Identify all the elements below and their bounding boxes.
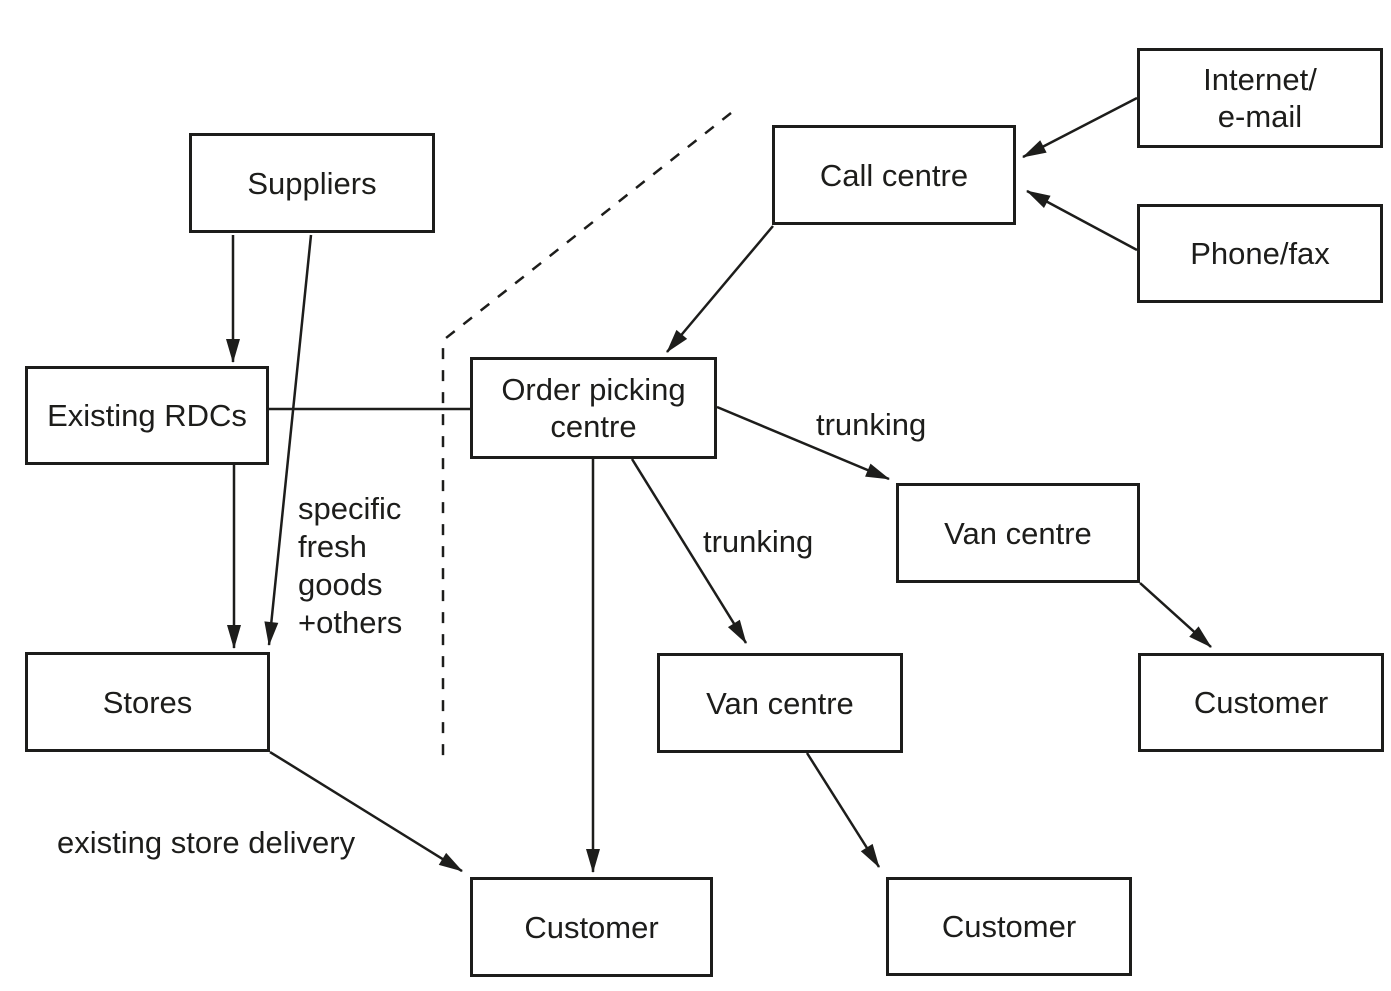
edge-order-picking-to-van-east xyxy=(716,405,890,481)
node-van-centre-mid: Van centre xyxy=(657,653,903,753)
edge-order-picking-to-van-mid xyxy=(630,458,748,644)
note-line: existing store delivery xyxy=(57,825,356,860)
node-label-line: Customer xyxy=(1193,685,1329,720)
node-customer-east: Customer xyxy=(1138,653,1384,752)
node-label-line: Existing RDCs xyxy=(47,398,247,433)
node-label-line: centre xyxy=(550,409,637,444)
node-label-line: Suppliers xyxy=(247,165,377,201)
node-label-line: Customer xyxy=(941,909,1077,944)
note-existing-store-delivery-note: existing store delivery xyxy=(57,824,355,862)
node-call-centre: Call centre xyxy=(772,125,1016,225)
node-label-line: Stores xyxy=(102,684,193,720)
node-existing-rdcs: Existing RDCs xyxy=(25,366,269,465)
node-customer-south: Customer xyxy=(886,877,1132,976)
node-label-line: Van centre xyxy=(706,685,854,721)
note-trunking-east: trunking xyxy=(816,406,926,444)
edge-phone-to-call-centre xyxy=(1026,189,1138,252)
edge-van-mid-to-customer-south xyxy=(805,752,881,868)
node-internet-email: Internet/e-mail xyxy=(1137,48,1383,148)
note-line: +others xyxy=(298,605,403,640)
node-van-centre-east: Van centre xyxy=(896,483,1140,583)
note-line: trunking xyxy=(703,524,814,559)
edge-internet-to-call-centre xyxy=(1022,96,1138,159)
node-label-line: Customer xyxy=(524,909,659,945)
node-label-line: Order picking xyxy=(501,372,686,407)
node-label-line: Van centre xyxy=(944,515,1092,551)
node-label-line: Phone/fax xyxy=(1190,236,1330,271)
node-stores: Stores xyxy=(25,652,270,752)
node-suppliers: Suppliers xyxy=(189,133,435,233)
node-label-line: e-mail xyxy=(1217,99,1303,134)
node-label-line: Call centre xyxy=(819,157,969,193)
edge-van-east-to-customer-east xyxy=(1139,582,1212,648)
node-customer-mid: Customer xyxy=(470,877,713,977)
edge-call-centre-to-order-picking xyxy=(666,225,774,353)
note-line: specific xyxy=(298,491,402,526)
edge-stores-to-customer-mid xyxy=(269,750,463,873)
channel-divider-dashed xyxy=(441,112,732,762)
note-line: fresh xyxy=(298,529,367,564)
note-line: goods xyxy=(298,567,383,602)
node-phone-fax: Phone/fax xyxy=(1137,204,1383,303)
note-trunking-mid: trunking xyxy=(703,523,813,561)
edge-suppliers-to-stores xyxy=(264,234,313,646)
node-label-line: Internet/ xyxy=(1203,62,1317,97)
note-line: trunking xyxy=(816,407,927,442)
